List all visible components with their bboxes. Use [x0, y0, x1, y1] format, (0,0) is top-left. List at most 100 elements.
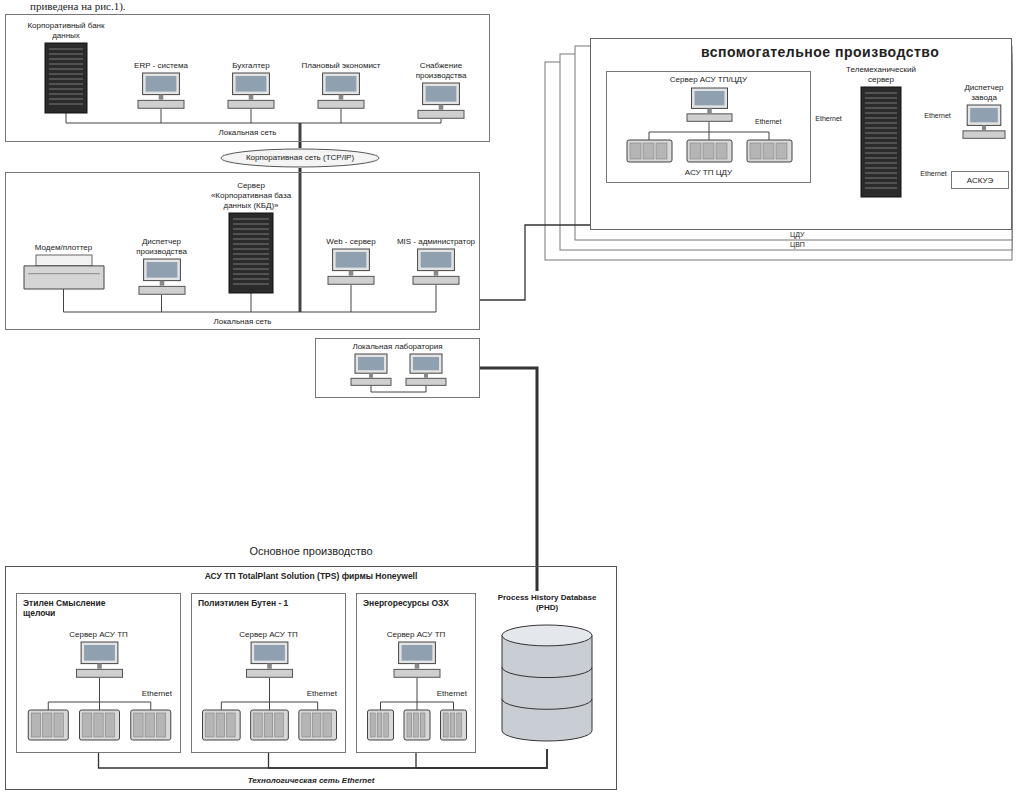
device-icon	[861, 87, 901, 197]
pc-stand	[159, 281, 164, 286]
bus-line	[709, 132, 710, 140]
plotter-body	[24, 266, 104, 289]
pc-keyboard	[351, 378, 391, 385]
pc-keyboard	[963, 131, 1005, 138]
controller	[368, 710, 394, 740]
controller-module	[227, 713, 236, 737]
pc-stand	[159, 95, 164, 100]
server-slot	[49, 84, 83, 85]
node-text: АСУ ТП ЦДУ	[607, 168, 810, 178]
production-box: Основное производствоАСУ ТП TotalPlant S…	[5, 566, 617, 790]
connector	[480, 225, 590, 300]
controller-module	[643, 143, 654, 159]
controller	[251, 710, 289, 740]
pc-screen	[413, 357, 439, 370]
node-text: Ethernet	[307, 689, 337, 699]
plotter-device: Модем/плоттер	[16, 243, 111, 289]
pc-monitor	[323, 73, 360, 95]
controller-module	[216, 713, 225, 737]
server-slot	[865, 128, 897, 129]
controller	[80, 710, 120, 740]
server-slot	[865, 183, 897, 184]
controller-module	[43, 713, 52, 737]
plotter-paper	[36, 255, 92, 266]
controller-module	[750, 143, 761, 159]
pc-monitor	[423, 83, 460, 105]
plant-box: Полиэтилен Бутен - 1Сервер АСУ ТПEtherne…	[191, 593, 346, 753]
server-slot	[233, 224, 269, 225]
node-text: Полиэтилен Бутен - 1	[198, 598, 308, 608]
box-illustration	[17, 594, 182, 754]
controller-module	[323, 713, 332, 737]
pc-monitor	[355, 354, 387, 373]
device-icon	[45, 43, 87, 113]
network-trunk	[299, 123, 302, 142]
controller	[441, 710, 467, 740]
server-slot	[233, 219, 269, 220]
pc-stand	[349, 271, 354, 276]
network-ellipse: Корпоративная сеть (TCP/IP)	[220, 148, 380, 168]
pc-monitor	[233, 73, 270, 95]
node-text: Снабжение производства	[396, 61, 486, 81]
server-slot	[865, 173, 897, 174]
node-text: Web - сервер	[316, 237, 386, 247]
node-text: Технологическая сеть Ethernet	[6, 776, 616, 786]
connector	[99, 749, 548, 768]
lab-box: Локальная лаборатория	[315, 338, 480, 398]
box-illustration	[357, 594, 477, 754]
server-device: Телемеханический сервер	[846, 65, 916, 197]
workstation: Бухгалтер	[211, 61, 291, 109]
bus-line	[99, 702, 100, 710]
device-icon	[229, 213, 273, 293]
controller	[299, 710, 337, 740]
pc-stand	[369, 373, 373, 377]
bus-line	[99, 678, 100, 702]
pc-screen	[326, 76, 357, 92]
controller-module	[156, 713, 165, 737]
pc-stand	[339, 95, 344, 100]
controller-module	[444, 713, 449, 737]
node-text: АСКУЭ	[952, 176, 1008, 186]
device-icon	[413, 249, 459, 285]
server-slot	[865, 153, 897, 154]
server-slot	[865, 138, 897, 139]
controller	[747, 140, 792, 162]
pc-monitor	[399, 642, 436, 664]
bus-stub	[351, 285, 352, 312]
bus-line	[380, 702, 381, 710]
node-text: Телемеханический сервер	[846, 65, 916, 85]
bus-stub	[436, 285, 437, 312]
pc-screen	[146, 76, 177, 92]
database-ring	[502, 699, 592, 709]
pc-stand	[424, 373, 428, 377]
server-slot	[233, 259, 269, 260]
server-slot	[49, 69, 83, 70]
bus-line	[269, 702, 270, 710]
server-slot	[233, 284, 269, 285]
controller-module	[703, 143, 714, 159]
server-slot	[865, 123, 897, 124]
plain-label: приведена на рис.1).	[30, 0, 126, 13]
node-text: вспомогательное производство	[701, 44, 939, 60]
server-slot	[865, 148, 897, 149]
pc-screen	[146, 262, 177, 278]
device-icon	[328, 249, 374, 285]
bus-line	[649, 132, 650, 140]
pc-monitor	[81, 642, 118, 664]
controller-module	[312, 713, 321, 737]
controller-module	[407, 713, 412, 737]
local-bus	[66, 122, 441, 123]
node-text: ERP - система	[121, 61, 201, 71]
pc-monitor	[418, 249, 455, 271]
server-slot	[233, 264, 269, 265]
node-text: АСУ ТП TotalPlant Solution (TPS) фирмы H…	[6, 571, 616, 581]
node-text: Process History Database (PHD)	[486, 593, 608, 613]
server-device: Сервер «Корпоративная база данных (КБД)»	[206, 181, 296, 293]
database-node: Process History Database (PHD)	[486, 591, 608, 749]
connector	[299, 142, 302, 148]
bus-line	[417, 678, 418, 702]
controller-module	[54, 713, 63, 737]
node-text: Основное производство	[6, 545, 616, 558]
pc-keyboard	[687, 114, 732, 121]
server-slot	[233, 239, 269, 240]
